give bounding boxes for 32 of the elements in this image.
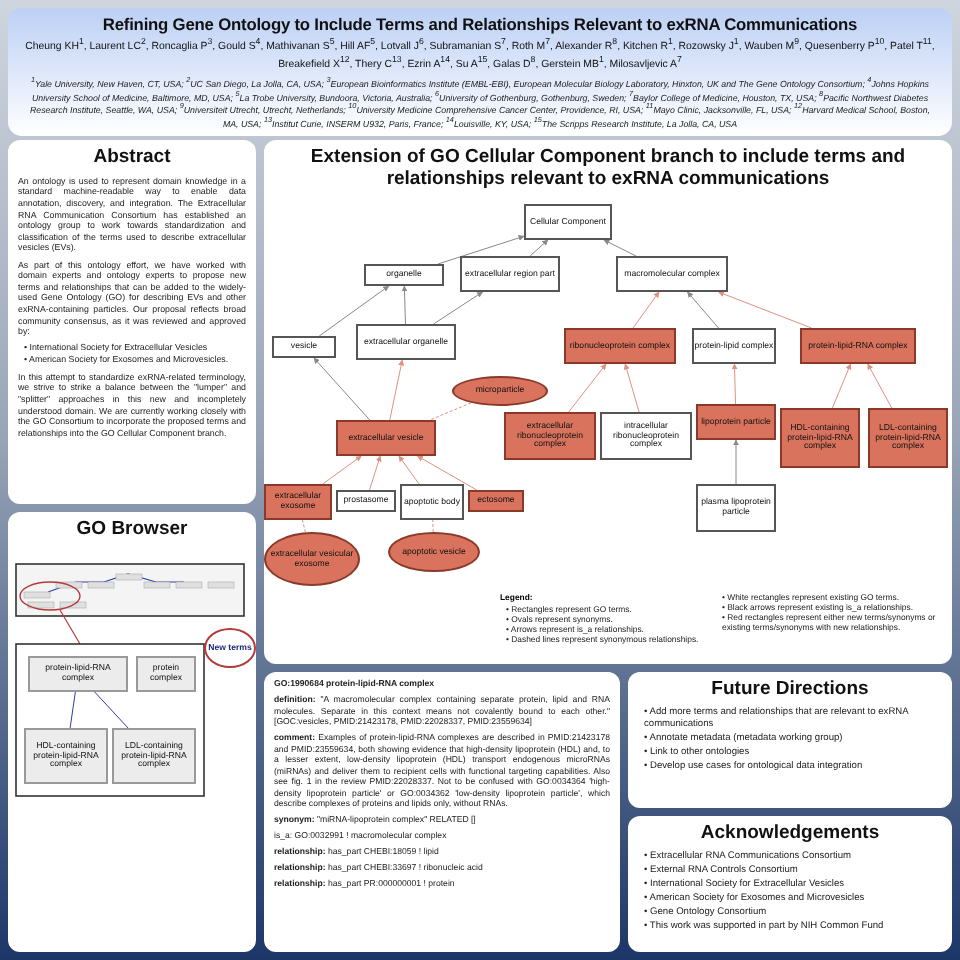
connector-arrow <box>398 455 420 485</box>
connector-line <box>429 402 472 421</box>
connector-line <box>301 519 306 533</box>
connector-line <box>94 691 129 729</box>
panel-heading: Acknowledgements <box>698 824 882 846</box>
connector-arrow <box>632 291 660 329</box>
connector-arrow <box>623 363 640 413</box>
panel-heading: Extension of GO Cellular Component branch to include terms and relationships relevant to exRNA communications <box>308 148 908 191</box>
connector-arrow <box>731 363 738 405</box>
poster-title: Refining Gene Ontology to Include Terms and Relationships Relevant to exRNA Communications <box>100 14 860 34</box>
connector-arrow <box>687 291 719 329</box>
connector-line <box>69 691 76 729</box>
connector-line <box>432 519 434 533</box>
connector-arrow <box>433 291 483 325</box>
connector-arrow <box>313 357 371 421</box>
panel-heading: GO Browser <box>74 520 190 542</box>
connector-arrow <box>322 455 362 485</box>
connector-arrow <box>733 439 739 485</box>
panel-heading: Abstract <box>91 148 173 170</box>
connector-arrow <box>867 363 893 409</box>
connector-arrow <box>603 239 637 257</box>
connector-arrow <box>416 455 478 491</box>
connector-arrow <box>389 359 405 421</box>
connector-arrow <box>831 363 852 409</box>
connector-arrow <box>568 363 607 413</box>
connector-arrow <box>717 291 812 329</box>
connector-arrow <box>401 285 408 325</box>
connector-arrow <box>369 455 382 491</box>
connector-arrow <box>437 235 525 265</box>
panel-heading: Future Directions <box>709 680 871 702</box>
connector-arrow <box>318 285 390 337</box>
connector-arrow <box>529 239 549 257</box>
